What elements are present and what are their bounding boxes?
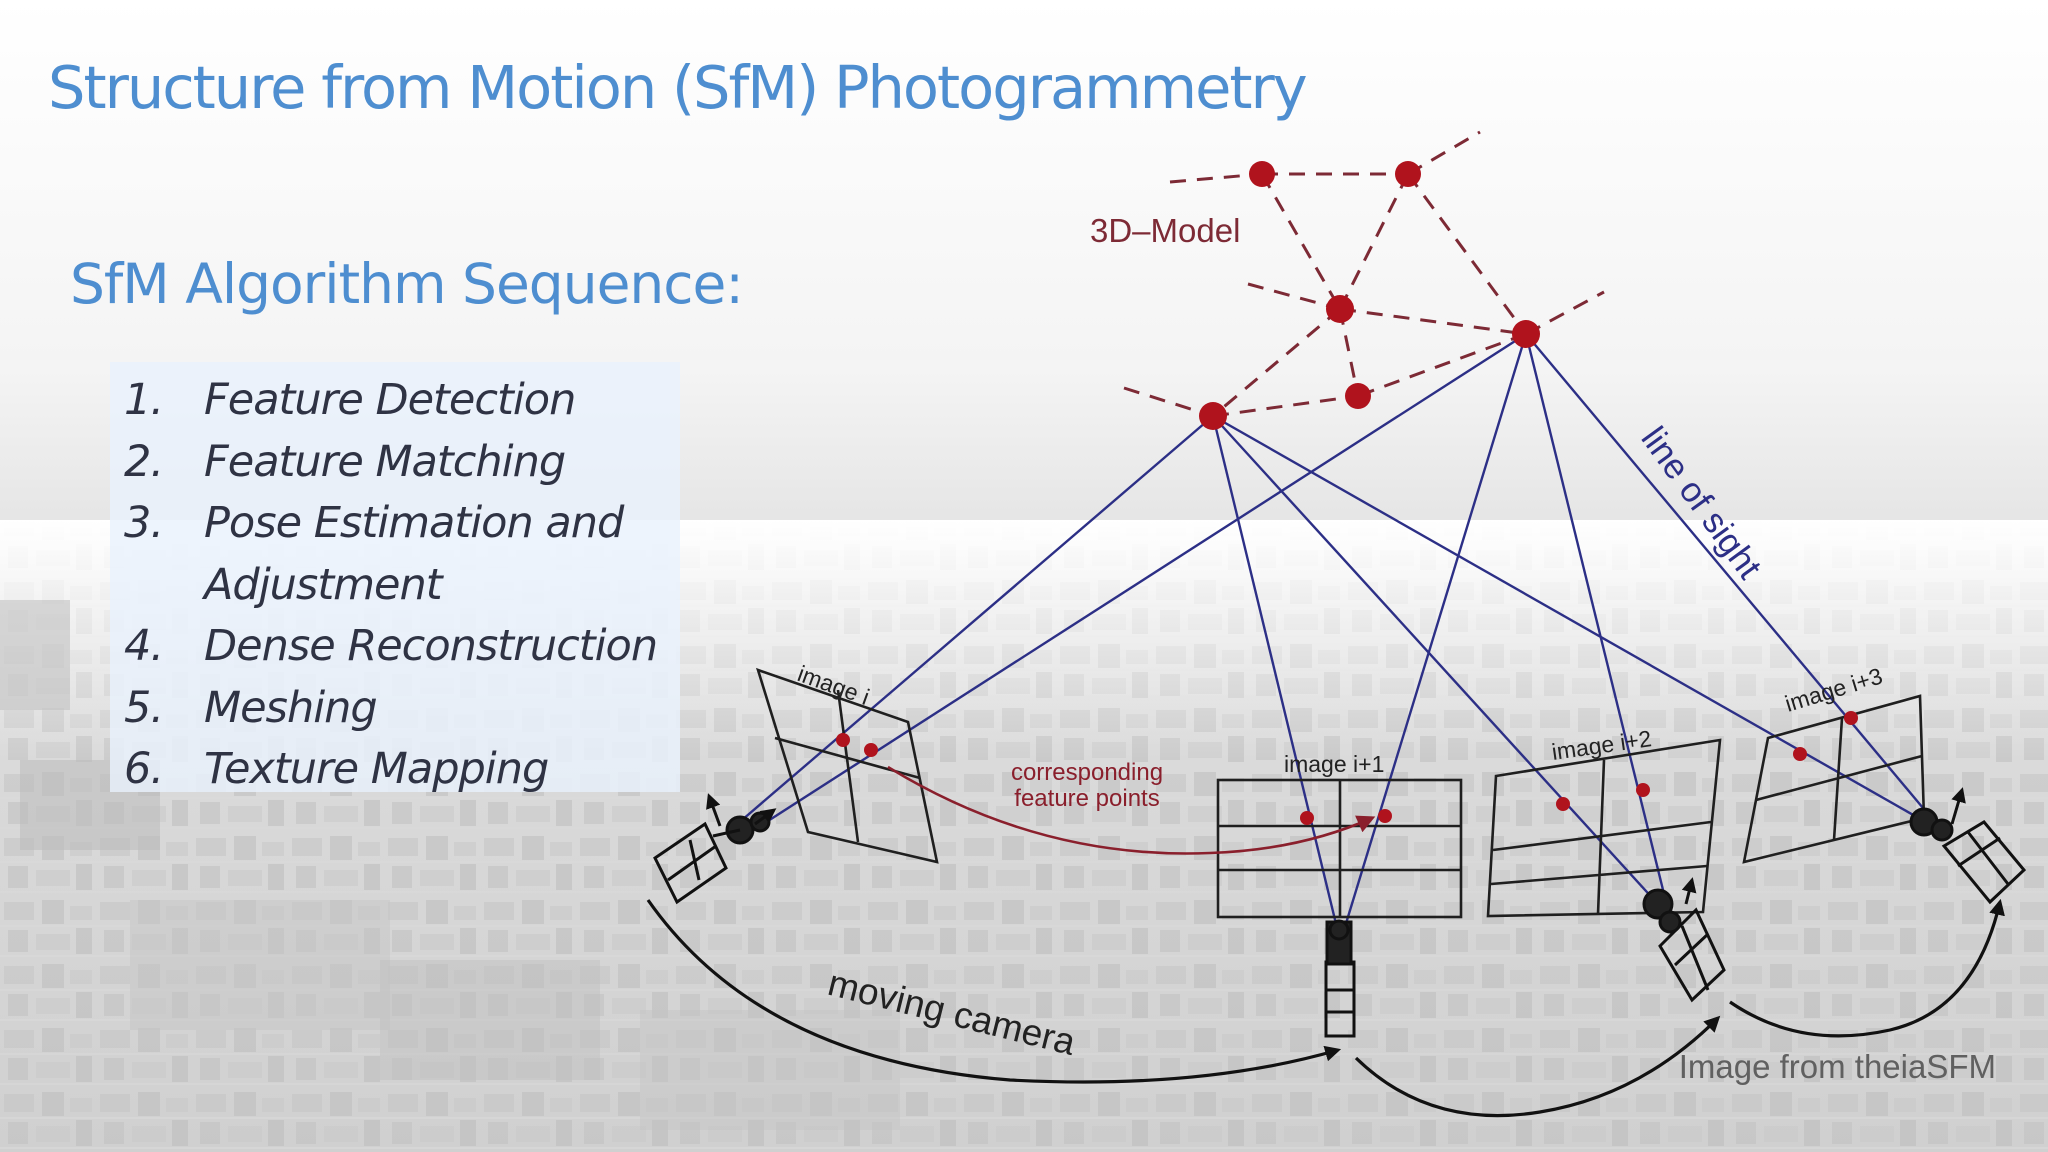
feature-point — [1844, 711, 1858, 725]
section-heading: SfM Algorithm Sequence: — [70, 252, 744, 316]
step-number: 6. — [124, 744, 164, 794]
slide-title: Structure from Motion (SfM) Photogrammet… — [48, 53, 1308, 122]
camera-4 — [1909, 787, 2027, 905]
feature-points — [836, 711, 1858, 825]
feature-point — [1300, 811, 1314, 825]
model-points — [1199, 161, 1540, 430]
step-number: 4. — [124, 621, 164, 671]
feature-point — [1556, 797, 1570, 811]
feature-point — [1793, 747, 1807, 761]
steps-background — [110, 362, 680, 792]
line-of-sight-label: line of sight — [1634, 420, 1770, 586]
step-text-continued: Adjustment — [204, 559, 443, 610]
corresponding-label-line2: feature points — [1014, 785, 1159, 812]
camera-3 — [1642, 877, 1726, 1003]
correspondence-arrow — [887, 765, 1376, 855]
sight-lines — [741, 332, 1929, 931]
model-point — [1249, 161, 1275, 187]
camera-trajectory — [646, 898, 2005, 1118]
step-text: Dense Reconstruction — [204, 621, 658, 671]
step-text: Meshing — [204, 682, 378, 733]
model-point — [1395, 161, 1421, 187]
moving-camera-label: moving camera — [824, 962, 1080, 1063]
image-credit: Image from theiaSFM — [1678, 1048, 1996, 1085]
image-label-i1: image i+1 — [1284, 751, 1384, 777]
model-edges — [1123, 130, 1605, 418]
step-number: 2. — [124, 436, 164, 487]
model-point — [1512, 320, 1540, 348]
model-label: 3D–Model — [1090, 212, 1240, 249]
feature-point — [1378, 809, 1392, 823]
step-text: Pose Estimation and — [204, 498, 624, 548]
camera-1 — [653, 793, 777, 905]
step-text: Texture Mapping — [204, 744, 549, 794]
step-text: Feature Detection — [204, 375, 576, 425]
step-number: 5. — [124, 682, 164, 733]
feature-point — [836, 733, 850, 747]
step-number: 3. — [124, 498, 164, 548]
corresponding-label-line1: corresponding — [1011, 759, 1163, 786]
model-point — [1345, 383, 1371, 409]
step-text: Feature Matching — [204, 436, 566, 487]
model-point — [1326, 295, 1354, 323]
step-number: 1. — [124, 375, 164, 425]
camera-2 — [1324, 919, 1356, 1038]
feature-point — [864, 743, 878, 757]
feature-point — [1636, 783, 1650, 797]
image-label-i: image i — [794, 660, 873, 710]
model-point — [1199, 402, 1227, 430]
